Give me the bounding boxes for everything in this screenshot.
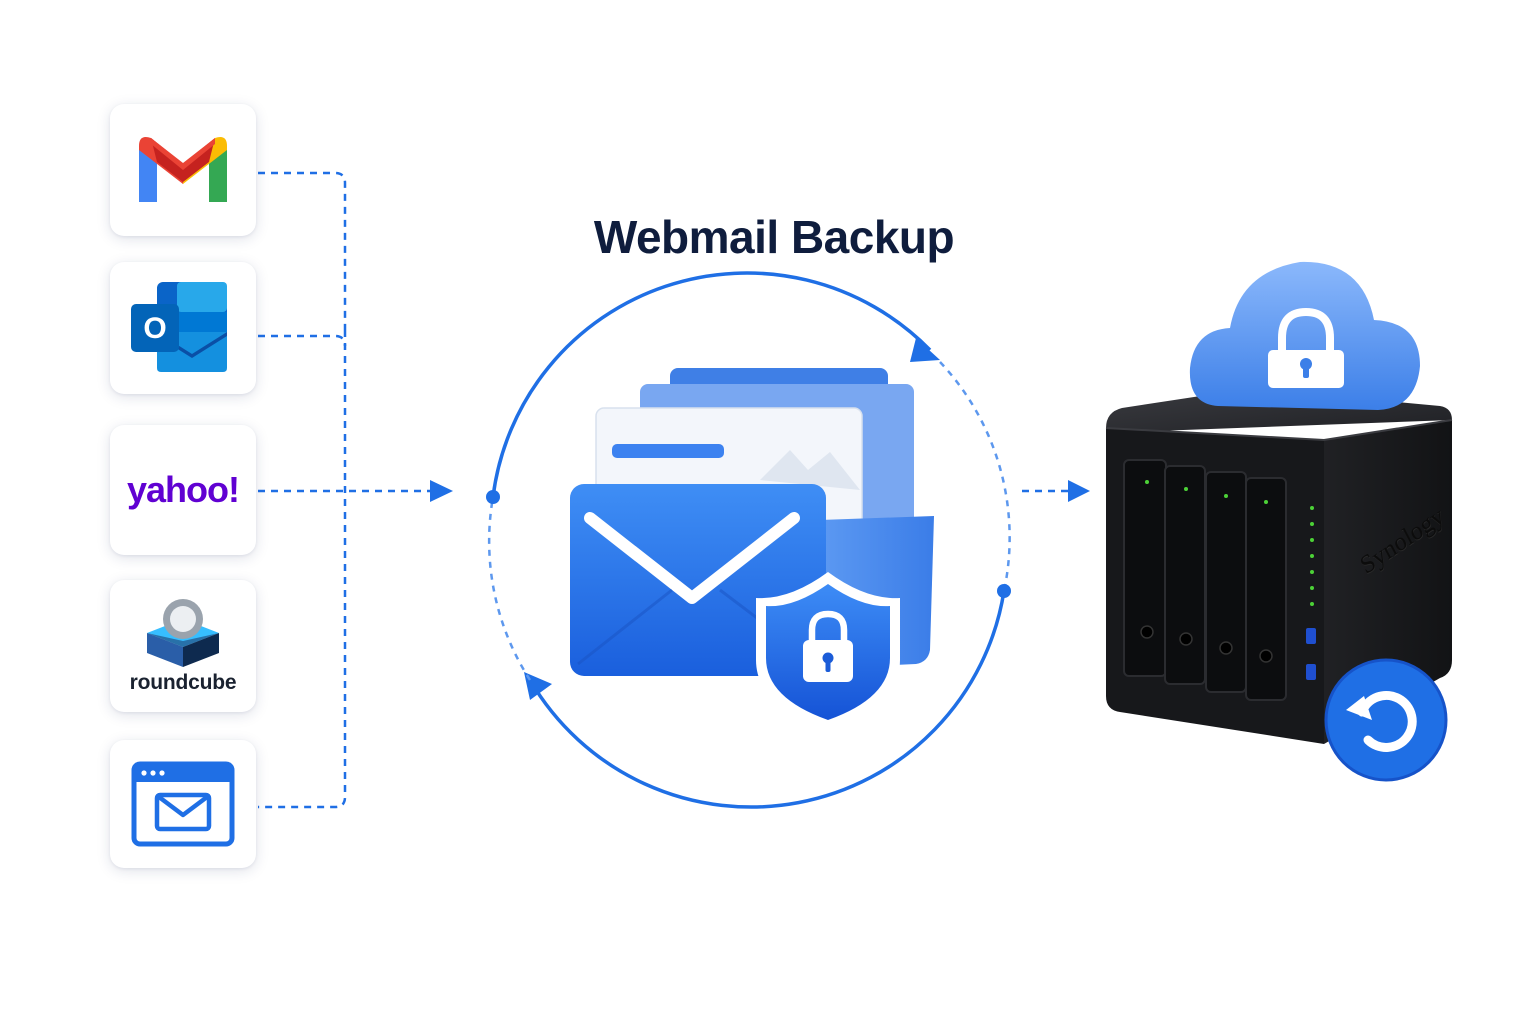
outlook-glyph: O <box>143 312 166 345</box>
arrow-head-to-center <box>430 480 453 502</box>
yahoo-logo: yahoo! <box>126 469 240 510</box>
roundcube-wordmark: roundcube <box>129 671 237 694</box>
browser-mail-icon <box>131 761 235 847</box>
shield-lock-icon <box>756 572 900 732</box>
page-title: Webmail Backup <box>593 211 955 263</box>
restore-icon <box>1324 658 1448 782</box>
outlook-icon: O <box>131 282 227 372</box>
drive-bays <box>1123 459 1287 701</box>
gmail-icon <box>139 137 227 202</box>
usb-port-icon <box>1306 664 1316 680</box>
connector-gmail <box>258 171 347 330</box>
arrow-head-to-nas <box>1068 480 1090 502</box>
roundcube-card[interactable]: roundcube <box>110 580 256 712</box>
status-leds <box>1310 506 1314 606</box>
cycle-ring <box>486 271 1011 809</box>
roundcube-logo-icon <box>147 599 219 667</box>
usb-port-icon <box>1306 628 1316 644</box>
nas-device <box>1105 389 1453 744</box>
outlook-card[interactable]: O <box>110 262 256 394</box>
yahoo-card[interactable]: yahoo! <box>110 425 256 555</box>
cycle-arrow-bottom-icon <box>524 672 552 700</box>
connector-trunk <box>258 330 347 809</box>
cycle-arrow-top-icon <box>910 338 940 362</box>
generic-webmail-card[interactable] <box>110 740 256 868</box>
cloud-lock-icon <box>1189 261 1420 410</box>
gmail-card[interactable] <box>110 104 256 236</box>
